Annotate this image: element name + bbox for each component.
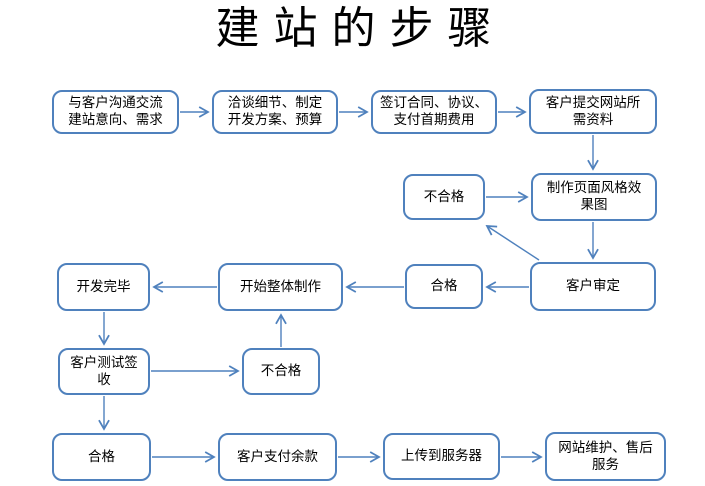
node-fail-test: 不合格 xyxy=(242,348,320,395)
node-submit: 客户提交网站所 需资料 xyxy=(529,89,657,134)
node-contact: 与客户沟通交流 建站意向、需求 xyxy=(52,90,179,134)
page-title: 建站的步骤 xyxy=(215,3,506,54)
connector-review-faildesign xyxy=(485,225,540,261)
node-upload: 上传到服务器 xyxy=(383,433,500,480)
node-fail-design: 不合格 xyxy=(403,174,485,220)
node-pass-test: 合格 xyxy=(52,433,151,481)
node-maintain: 网站维护、售后 服务 xyxy=(545,432,666,481)
node-negotiate: 洽谈细节、制定 开发方案、预算 xyxy=(212,90,338,134)
node-design: 制作页面风格效 果图 xyxy=(531,173,657,221)
node-pass-review: 合格 xyxy=(405,264,483,309)
node-review: 客户审定 xyxy=(530,262,656,311)
node-contract: 签订合同、协议、 支付首期费用 xyxy=(371,90,497,134)
node-test: 客户测试签 收 xyxy=(58,348,150,395)
node-dev-done: 开发完毕 xyxy=(57,263,150,311)
node-build: 开始整体制作 xyxy=(218,263,343,311)
node-payment: 客户支付余款 xyxy=(218,433,337,481)
